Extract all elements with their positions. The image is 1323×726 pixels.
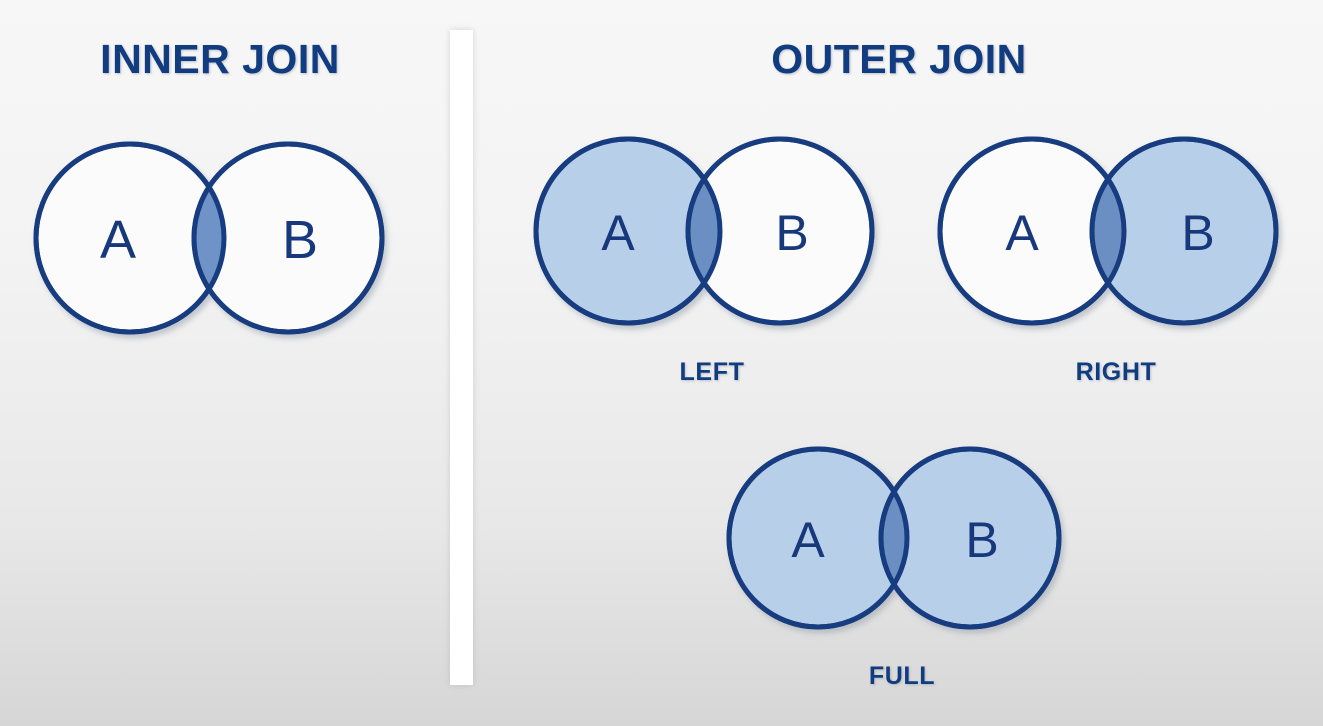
venn-sublabel-right: RIGHT <box>1075 358 1157 386</box>
venn-label-b: B <box>775 205 808 261</box>
venn-sublabel-left: LEFT <box>679 358 745 386</box>
venn-sublabel-full: FULL <box>868 662 936 690</box>
venn-inner-join: A B <box>20 122 420 362</box>
venn-label-b: B <box>1181 205 1214 261</box>
venn-left-join: A B LEFT <box>522 118 902 386</box>
venn-label-a: A <box>100 210 136 270</box>
page-title-outer-join: OUTER JOIN <box>771 36 1027 82</box>
venn-full-join: A B FULL <box>712 428 1092 690</box>
venn-label-a: A <box>791 512 825 568</box>
page-title-inner-join: INNER JOIN <box>100 36 340 82</box>
venn-label-b: B <box>282 210 318 270</box>
venn-right-join: A B RIGHT <box>926 118 1306 386</box>
venn-label-b: B <box>965 512 998 568</box>
section-divider <box>450 30 473 685</box>
venn-label-a: A <box>1005 205 1039 261</box>
venn-label-a: A <box>601 205 635 261</box>
